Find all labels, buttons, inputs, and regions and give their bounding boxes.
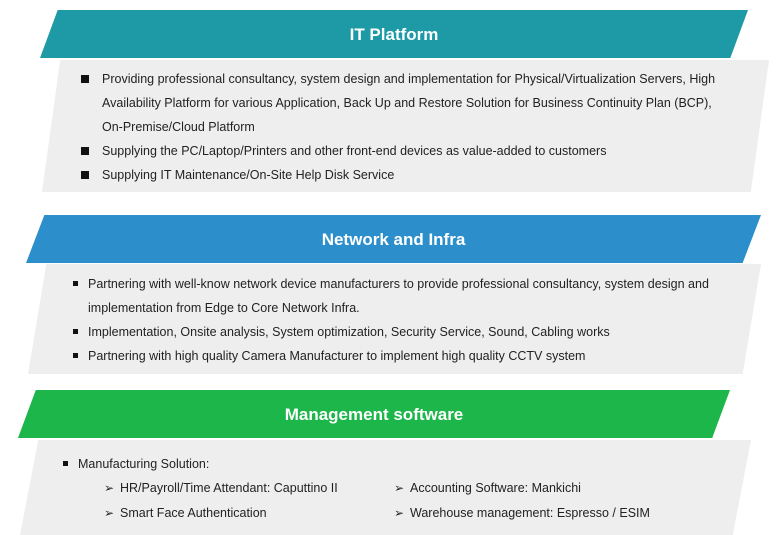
it-platform-item: Supplying IT Maintenance/On-Site Help Di… <box>80 163 715 187</box>
management-software-title: Management software <box>284 405 464 424</box>
it-platform-item: Supplying the PC/Laptop/Printers and oth… <box>80 139 715 163</box>
network-infra-banner: Network and Infra <box>26 215 761 263</box>
network-infra-title: Network and Infra <box>321 230 466 249</box>
network-infra-panel <box>28 264 761 374</box>
arrow-bullet-icon: ➢ <box>394 506 405 520</box>
sub-item: ➢ Smart Face Authentication <box>104 501 267 525</box>
management-software-list: Manufacturing Solution: <box>62 452 209 476</box>
arrow-bullet-icon: ➢ <box>394 481 405 495</box>
management-software-panel <box>20 440 751 535</box>
sub-item: ➢ HR/Payroll/Time Attendant: Caputtino I… <box>104 476 338 500</box>
it-platform-banner: IT Platform <box>40 10 748 58</box>
square-bullet-icon <box>73 281 78 286</box>
it-platform-item-continued: On-Premise/Cloud Platform <box>102 120 255 134</box>
square-bullet-icon <box>73 329 78 334</box>
square-bullet-icon <box>73 353 78 358</box>
arrow-bullet-icon: ➢ <box>104 506 115 520</box>
it-platform-panel <box>42 60 769 192</box>
network-infra-item: Partnering with high quality Camera Manu… <box>72 344 709 368</box>
network-infra-item-continued: implementation from Edge to Core Network… <box>88 301 360 315</box>
it-platform-title: IT Platform <box>349 25 439 44</box>
sub-item: ➢ Warehouse management: Espresso / ESIM <box>394 501 650 525</box>
network-infra-item: Partnering with well-know network device… <box>72 272 709 296</box>
management-software-item: Manufacturing Solution: <box>62 452 209 476</box>
square-bullet-icon <box>81 171 89 179</box>
it-platform-item: Providing professional consultancy, syst… <box>80 67 715 91</box>
it-platform-list: Providing professional consultancy, syst… <box>80 67 715 187</box>
sub-item: ➢ Accounting Software: Mankichi <box>394 476 581 500</box>
network-infra-list: Partnering with well-know network device… <box>72 272 709 368</box>
it-platform-item-continued: Availability Platform for various Applic… <box>102 96 712 110</box>
square-bullet-icon <box>63 461 68 466</box>
square-bullet-icon <box>81 75 89 83</box>
network-infra-item: Implementation, Onsite analysis, System … <box>72 320 709 344</box>
arrow-bullet-icon: ➢ <box>104 481 115 495</box>
management-software-banner: Management software <box>18 390 730 438</box>
square-bullet-icon <box>81 147 89 155</box>
